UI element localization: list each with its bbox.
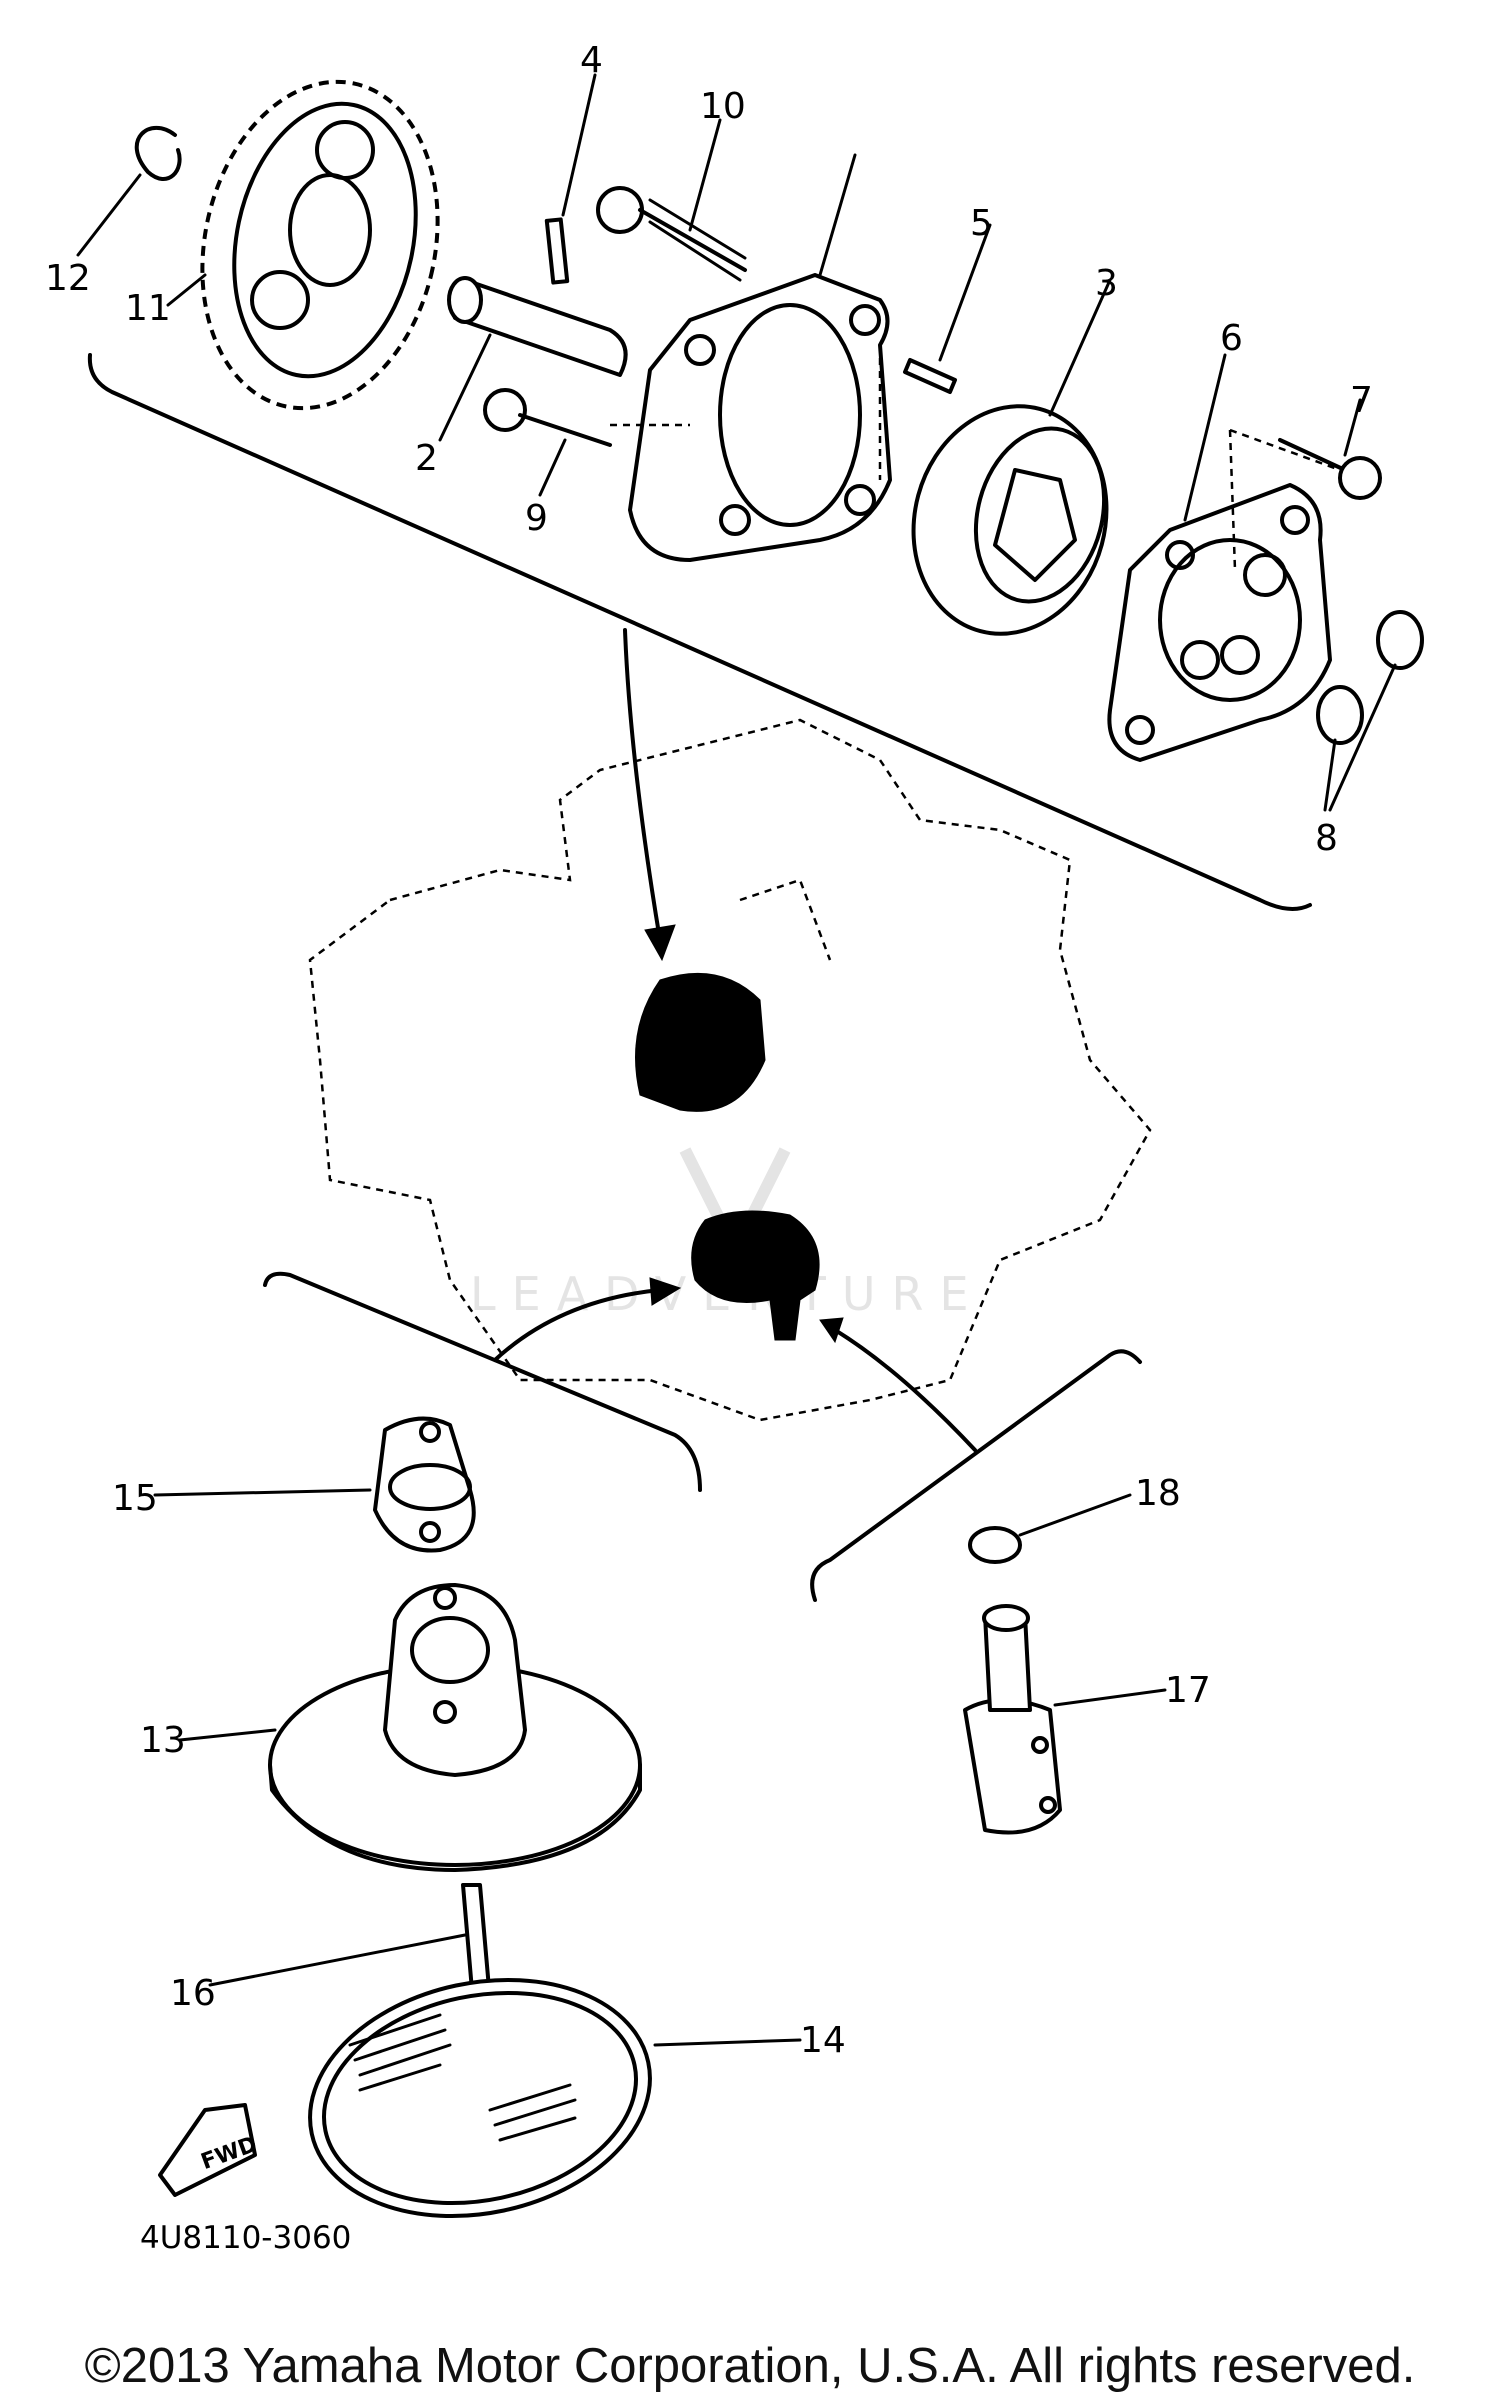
callout-9: 9: [525, 498, 548, 539]
part-pump-cover: [1107, 483, 1332, 762]
callout-15: 15: [112, 1478, 158, 1519]
lower-right-panel-outline: [810, 1349, 1142, 1602]
part-bolt-long: [596, 186, 747, 282]
copyright-notice: ©2013 Yamaha Motor Corporation, U.S.A. A…: [84, 2339, 1416, 2393]
drawing-number: 4U8110-3060: [140, 2220, 351, 2256]
callout-8: 8: [1315, 818, 1338, 859]
callout-13: 13: [140, 1720, 186, 1761]
callout-labels: 2 3 4 5 6 7 8 9 10 11 12 13 14 15 16 17 …: [45, 40, 1373, 2061]
part-pump-gear: [200, 79, 440, 411]
part-o-rings: [1316, 610, 1424, 745]
part-gasket: [373, 1416, 476, 1553]
part-bolt-short: [483, 388, 612, 447]
part-strainer-housing: [268, 1583, 642, 1872]
pump-location-highlight: [635, 972, 766, 1112]
callout-3: 3: [1095, 263, 1118, 304]
callout-4: 4: [580, 40, 603, 81]
fwd-direction-icon: FWD: [158, 2103, 260, 2197]
part-dowel-pin-small: [903, 358, 957, 394]
part-circlip: [134, 125, 182, 181]
callout-5: 5: [970, 203, 993, 244]
callout-17: 17: [1165, 1670, 1211, 1711]
upper-panel-outline: [87, 353, 1312, 911]
callout-2: 2: [415, 438, 438, 479]
callout-11: 11: [125, 288, 171, 329]
callout-7: 7: [1350, 380, 1373, 421]
callout-12: 12: [45, 258, 91, 299]
strainer-location-highlight: [691, 1210, 820, 1341]
part-relief-valve: [963, 1604, 1062, 1835]
part-pump-shaft: [447, 276, 628, 377]
callout-16: 16: [170, 1973, 216, 2014]
callout-10: 10: [700, 86, 746, 127]
lower-left-panel-outline: [263, 1271, 702, 1492]
part-screw: [1278, 438, 1382, 500]
part-pump-body: [628, 273, 892, 562]
part-oil-strainer-screen: [308, 1977, 652, 2219]
callout-6: 6: [1220, 318, 1243, 359]
part-o-ring-small: [968, 1526, 1022, 1564]
part-dowel-pin-upper: [544, 217, 570, 285]
engine-case-outline: [308, 718, 1152, 1422]
part-outer-rotor: [911, 404, 1109, 636]
callout-18: 18: [1135, 1473, 1181, 1514]
callout-14: 14: [800, 2020, 846, 2061]
